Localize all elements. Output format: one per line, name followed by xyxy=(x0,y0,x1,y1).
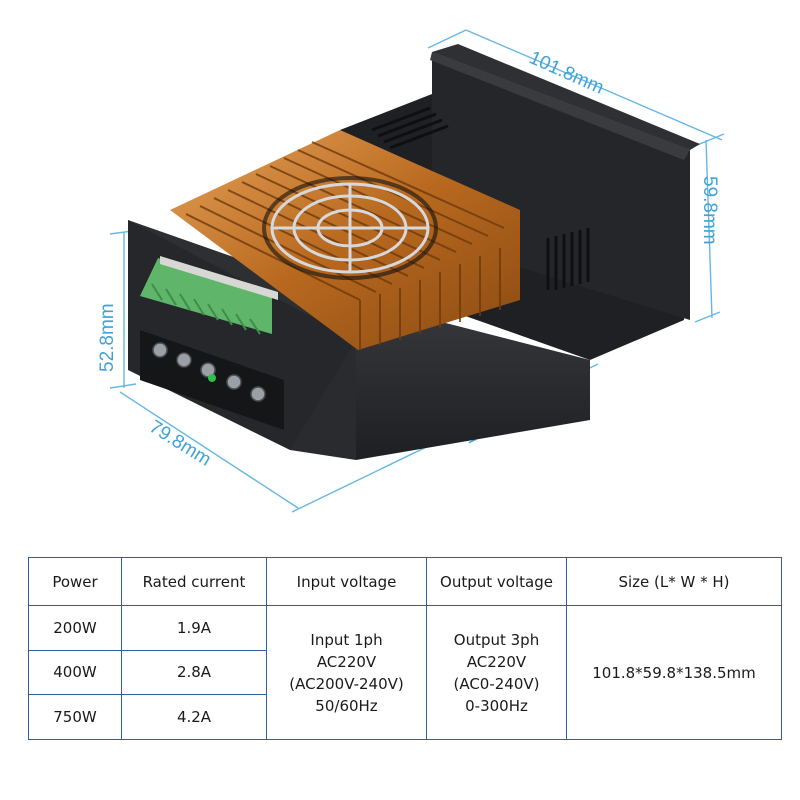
cell-power: 400W xyxy=(28,649,122,696)
cell-current: 4.2A xyxy=(121,694,267,740)
product-photo: 101.8mm 59.8mm 52.8mm 79.8mm 138.5mm xyxy=(97,29,725,513)
cell-power: 750W xyxy=(28,694,122,740)
table-header-row: Power Rated current Input voltage Output… xyxy=(28,557,782,606)
header-input-voltage: Input voltage xyxy=(266,557,427,606)
terminal-block xyxy=(140,256,278,335)
spec-table: Power Rated current Input voltage Output… xyxy=(28,557,782,740)
header-rated-current: Rated current xyxy=(121,557,267,606)
dim-width-label: 79.8mm xyxy=(145,416,214,470)
cell-current: 2.8A xyxy=(121,649,267,696)
header-output-voltage: Output voltage xyxy=(426,557,567,606)
cell-output-voltage: Output 3ph AC220V (AC0-240V) 0-300Hz xyxy=(426,605,567,740)
fan-grille xyxy=(270,182,430,274)
inverter-device xyxy=(128,44,700,460)
table-row: 750W 4.2A xyxy=(28,694,782,740)
cell-input-voltage: Input 1ph AC220V (AC200V-240V) 50/60Hz xyxy=(266,605,427,740)
cell-power: 200W xyxy=(28,605,122,651)
screw-terminals xyxy=(140,330,284,430)
header-power: Power xyxy=(28,557,122,606)
cell-size: 101.8*59.8*138.5mm xyxy=(566,605,782,740)
header-size: Size (L* W * H) xyxy=(566,557,782,606)
cell-current: 1.9A xyxy=(121,605,267,651)
dim-height-left-label: 52.8mm xyxy=(97,303,118,372)
table-row: 400W 2.8A xyxy=(28,649,782,696)
table-row: 200W 1.9A Input 1ph AC220V (AC200V-240V)… xyxy=(28,605,782,740)
dim-height-right-label: 59.8mm xyxy=(699,176,720,245)
